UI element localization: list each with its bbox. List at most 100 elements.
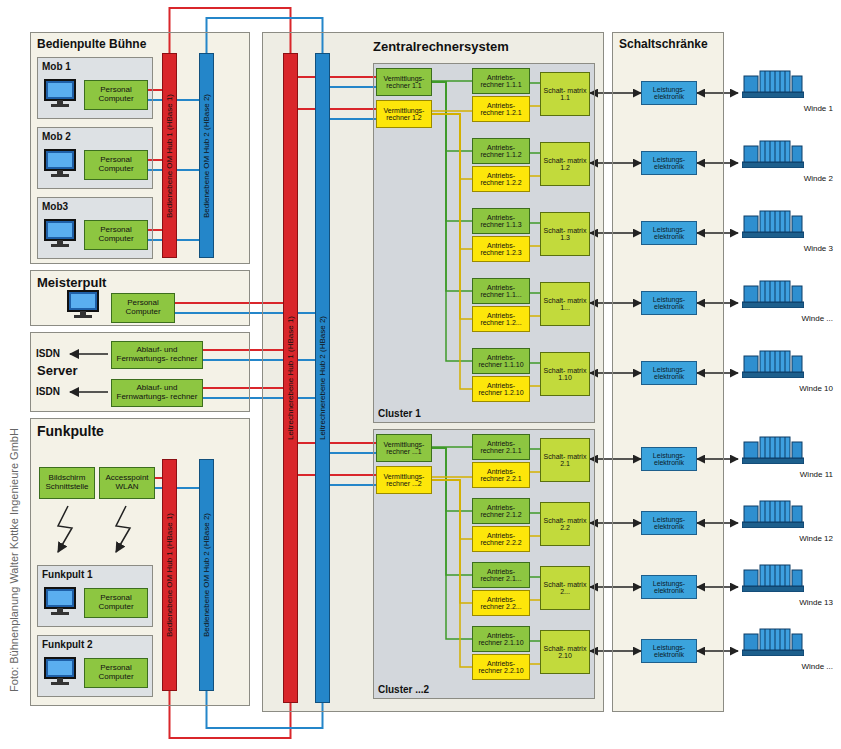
computer-box: Personal Computer [84, 150, 148, 180]
box-label: Antriebs- rechner 1.2... [475, 312, 527, 327]
connector [432, 448, 472, 575]
switch-matrix-box: Schalt- matrix 1.2 [540, 142, 590, 186]
switch-matrix-box: Schalt- matrix 2.2 [540, 502, 590, 546]
monitor-icon [45, 658, 75, 685]
computer-box: Personal Computer [84, 658, 148, 688]
box-label: Antriebs- rechner 1.1... [475, 284, 527, 299]
box-label: Leistungs- elektronik [644, 86, 694, 101]
interface-label: ISDN [36, 386, 60, 397]
hub-label: Bedienebene OM Hub 2 (HBase 2) [202, 513, 211, 637]
winch-icon [742, 629, 804, 656]
connector [530, 599, 540, 601]
box-label: Schalt- matrix 2.1 [543, 453, 587, 468]
winch-icon [742, 281, 804, 308]
box-label: Antriebs- rechner 2.1.2 [475, 504, 527, 519]
connector [148, 229, 162, 231]
connector [175, 302, 283, 304]
winch-label: Winde 10 [799, 385, 833, 394]
panel-title: Cluster ...2 [378, 684, 429, 695]
connector [203, 397, 315, 399]
power-electronics-box: Leistungs- elektronik [641, 81, 697, 105]
winch-label: Winde ... [801, 663, 833, 672]
connector [697, 586, 738, 588]
switch-matrix-box: Schalt- matrix 2.1 [540, 438, 590, 482]
monitor-icon [45, 80, 75, 107]
panel-fill [612, 32, 724, 712]
connector [530, 640, 540, 642]
connector [697, 650, 738, 652]
computer-box: Antriebs- rechner 2.2.10 [472, 654, 530, 680]
computer-box: Vermittlungs- rechner ...2 [376, 466, 432, 494]
winch-label: Winde 3 [804, 245, 833, 254]
box-label: Personal Computer [87, 156, 145, 174]
hub-bar: Bedienebene OM Hub 2 (HBase 2) [199, 459, 214, 691]
connector [530, 82, 540, 84]
box-label: Antriebs- rechner 1.2.2 [475, 172, 527, 187]
panel-title: Meisterpult [37, 275, 106, 290]
winch: Winde 3 [738, 208, 836, 254]
box-label: Antriebs- rechner 1.1.3 [475, 214, 527, 229]
winch: Winde 11 [738, 434, 836, 480]
connector [432, 114, 472, 179]
connector [298, 76, 376, 78]
connector [432, 114, 472, 389]
computer-box: Antriebs- rechner 1.2.3 [472, 236, 530, 262]
panel-fill [37, 635, 153, 697]
connector [432, 448, 472, 639]
hub-bar: Bedienebene OM Hub 1 (HBase 1) [162, 53, 177, 258]
group-panel: Ablauf- und Fernwartungs- rechnerAblauf-… [30, 332, 250, 412]
connector [590, 650, 641, 652]
power-electronics-box: Leistungs- elektronik [641, 361, 697, 385]
box-label: Leistungs- elektronik [644, 156, 694, 171]
switch-matrix-box: Schalt- matrix 1.3 [540, 212, 590, 256]
connector [697, 162, 738, 164]
box-label: Personal Computer [87, 594, 145, 612]
box-label: Vermittlungs- rechner ...1 [379, 441, 429, 456]
computer-box: Antriebs- rechner 2.2.2 [472, 526, 530, 552]
box-label: Personal Computer [87, 226, 145, 244]
winch-label: Winde 13 [799, 599, 833, 608]
power-electronics-box: Leistungs- elektronik [641, 639, 697, 663]
winch: Winde 12 [738, 498, 836, 544]
connector [530, 245, 540, 247]
winch-icon [742, 141, 804, 168]
panel-fill [262, 32, 604, 712]
computer-box: Antriebs- rechner 1.1.10 [472, 348, 530, 374]
group-panel: Leitrechnerebene Hub 1 (HBase 1)Leitrech… [262, 32, 604, 712]
connector [432, 114, 472, 249]
cluster-panel: Vermittlungs- rechner ...1Vermittlungs- … [373, 429, 595, 699]
box-label: Antriebs- rechner 2.2.1 [475, 468, 527, 483]
connector [530, 315, 540, 317]
panel-title: Mob3 [42, 201, 68, 212]
connector [530, 222, 540, 224]
connector [298, 108, 376, 110]
connector [590, 302, 641, 304]
connector [590, 372, 641, 374]
panel-fill [37, 197, 153, 259]
connector [590, 92, 641, 94]
connector [530, 292, 540, 294]
winch-icon [742, 211, 804, 238]
computer-box: Antriebs- rechner 1.2... [472, 306, 530, 332]
box-label: Antriebs- rechner 2.2.2 [475, 532, 527, 547]
panel-title: Funkpult 2 [42, 639, 93, 650]
connector [432, 476, 472, 478]
monitor-icon [68, 291, 98, 318]
panel-fill [30, 270, 250, 326]
hub-bar: Bedienebene OM Hub 1 (HBase 1) [162, 459, 177, 691]
computer-box: Personal Computer [84, 220, 148, 250]
connector [530, 105, 540, 107]
box-label: Antriebs- rechner 2.1.10 [475, 632, 527, 647]
group-panel: Bildschirm SchnittstelleAccesspoint WLAN… [30, 418, 250, 706]
winch: Winde ... [738, 278, 836, 324]
winch-icon [742, 565, 804, 592]
console-box: Personal Computer Funkpult 2 [37, 635, 153, 697]
connector [170, 691, 291, 738]
winch: Winde 2 [738, 138, 836, 184]
connector [432, 82, 472, 221]
connector [203, 387, 283, 389]
switch-matrix-box: Schalt- matrix 1... [540, 282, 590, 326]
box-label: Leistungs- elektronik [644, 366, 694, 381]
computer-box: Ablauf- und Fernwartungs- rechner [111, 379, 203, 407]
